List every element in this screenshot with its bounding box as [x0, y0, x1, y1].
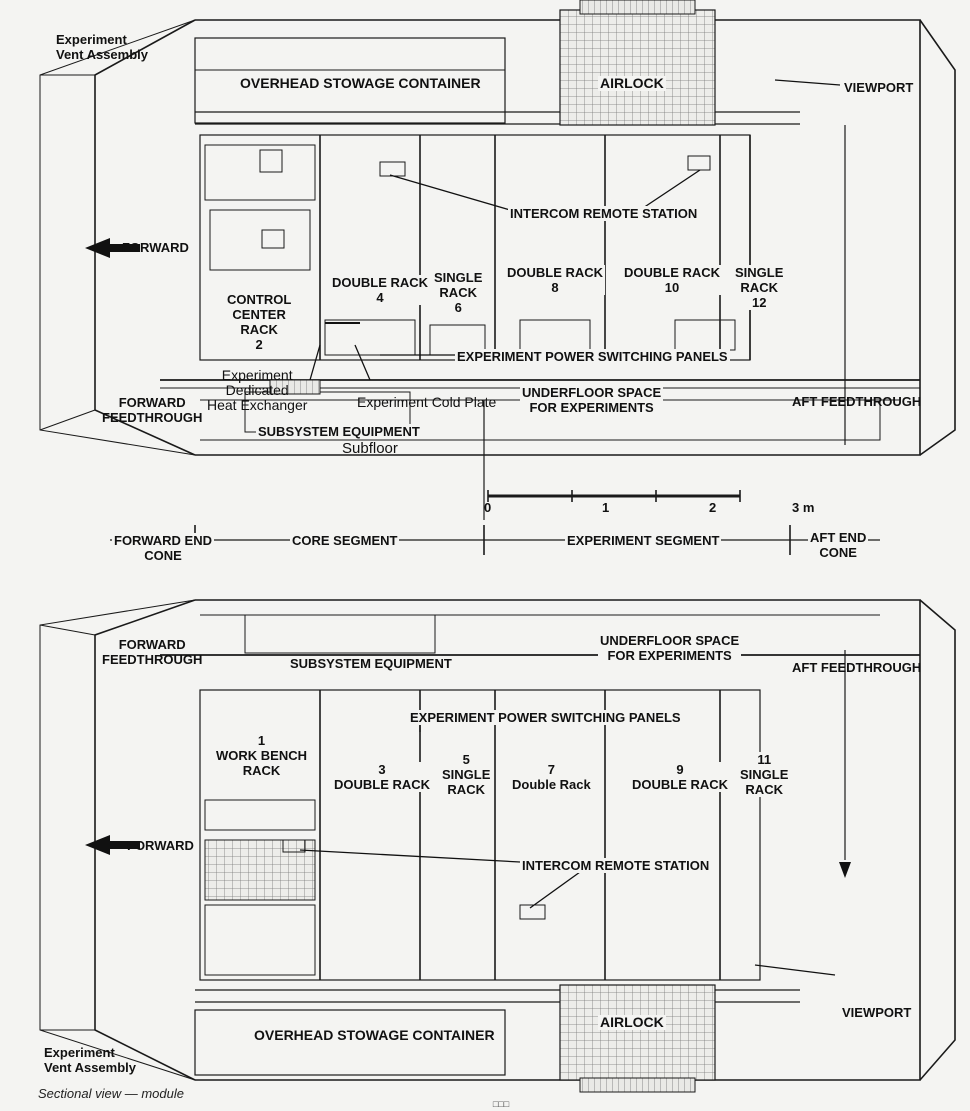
page-indicator[interactable]: □□□ [492, 1099, 510, 1109]
control-center-label: CONTROL CENTER RACK 2 [225, 292, 294, 352]
forward-arrow-top [85, 238, 140, 258]
vent-assembly-bottom-label: Experiment Vent Assembly [44, 1045, 137, 1075]
single-rack-5-label: 5 SINGLE RACK [440, 752, 493, 797]
cold-plate-label: Experiment Cold Plate [357, 394, 497, 410]
bottom-rack-area [199, 689, 761, 981]
double-rack-4-label: DOUBLE RACK 4 [330, 275, 431, 305]
experiment-segment-label: EXPERIMENT SEGMENT [565, 533, 722, 548]
double-rack-9-label: 9 DOUBLE RACK [630, 762, 731, 792]
single-rack-11-label: 11 SINGLE RACK [738, 752, 791, 797]
viewport-top-label: VIEWPORT [844, 80, 914, 95]
bottom-airlock [559, 984, 716, 1081]
aft-feedthrough-bottom-label: AFT FEEDTHROUGH [792, 660, 922, 675]
work-bench-label: 1 WORK BENCH RACK [214, 733, 309, 778]
airlock-top-label: AIRLOCK [598, 75, 666, 91]
top-forward-cone [94, 19, 196, 456]
aft-end-cone-label: AFT END CONE [808, 530, 869, 560]
bottom-module-shell [195, 599, 921, 1081]
double-rack-10-label: DOUBLE RACK 10 [622, 265, 723, 295]
forward-arrow-bottom [85, 835, 140, 855]
single-rack-12-label: SINGLE RACK 12 [733, 265, 786, 310]
intercom-top-label: INTERCOM REMOTE STATION [508, 206, 700, 221]
top-module-shell [195, 19, 921, 456]
double-rack-8-label: DOUBLE RACK 8 [505, 265, 606, 295]
heat-exchanger-label: Experiment Dedicated Heat Exchanger [207, 367, 308, 413]
overhead-container-bottom-label: OVERHEAD STOWAGE CONTAINER [252, 1027, 497, 1043]
forward-feedthrough-bottom-label: FORWARD FEEDTHROUGH [102, 637, 203, 667]
intercom-bottom-label: INTERCOM REMOTE STATION [520, 858, 712, 873]
scale-2: 2 [709, 500, 717, 515]
forward-end-cone-label: FORWARD END CONE [112, 533, 214, 563]
core-segment-label: CORE SEGMENT [290, 533, 400, 548]
forward-top-label: FORWARD [122, 240, 189, 255]
underfloor-bottom-label: UNDERFLOOR SPACE FOR EXPERIMENTS [598, 633, 742, 663]
scale-3m: 3 m [792, 500, 815, 515]
viewport-arrow [839, 862, 851, 878]
forward-feedthrough-top-label: FORWARD FEEDTHROUGH [102, 395, 203, 425]
subsystem-top-label: SUBSYSTEM EQUIPMENT [256, 424, 422, 439]
scale-1: 1 [602, 500, 610, 515]
bottom-overhead-container [194, 1009, 506, 1076]
power-panels-bottom-label: EXPERIMENT POWER SWITCHING PANELS [408, 710, 683, 725]
bottom-aft-cone [919, 599, 956, 1081]
subsystem-bottom-label: SUBSYSTEM EQUIPMENT [288, 656, 454, 671]
single-rack-6-label: SINGLE RACK 6 [432, 270, 485, 315]
airlock-bottom-label: AIRLOCK [598, 1014, 666, 1030]
top-aft-cone [919, 19, 956, 456]
viewport-bottom-label: VIEWPORT [842, 1005, 912, 1020]
top-airlock [559, 9, 716, 126]
subfloor-label: Subfloor [342, 440, 398, 457]
overhead-container-top-label: OVERHEAD STOWAGE CONTAINER [238, 75, 483, 91]
underfloor-top-label: UNDERFLOOR SPACE FOR EXPERIMENTS [520, 385, 664, 415]
scale-0: 0 [484, 500, 492, 515]
double-rack-3-label: 3 DOUBLE RACK [332, 762, 433, 792]
bottom-forward-cone [94, 599, 196, 1081]
vent-assembly-top-label: Experiment Vent Assembly [56, 32, 149, 62]
forward-bottom-label: FORWARD [127, 838, 194, 853]
power-panels-top-label: EXPERIMENT POWER SWITCHING PANELS [455, 349, 730, 364]
aft-feedthrough-top-label: AFT FEEDTHROUGH [792, 394, 922, 409]
top-overhead-container [194, 37, 506, 124]
figure-caption: Sectional view — module [38, 1086, 184, 1101]
double-rack-7-label: 7 Double Rack [510, 762, 593, 792]
